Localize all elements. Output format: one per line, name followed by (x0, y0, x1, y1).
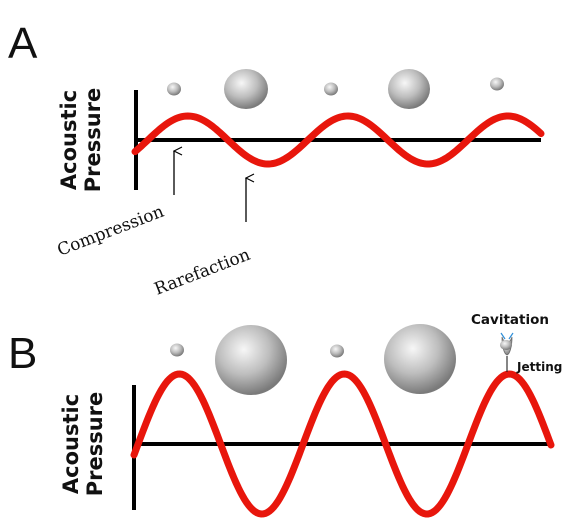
bubble-small (170, 343, 184, 357)
bubble-small (490, 77, 504, 91)
panel-a-y-label-line2: Pressure (81, 88, 105, 193)
bubble-large (388, 69, 430, 109)
panel-b-y-label-line1: Acoustic (59, 394, 83, 494)
panel-b-y-label-line2: Pressure (83, 392, 107, 497)
bubble-fragment (500, 340, 512, 350)
jetting-label: Jetting (516, 360, 562, 374)
panel-b: B Acoustic Pressure Cavitation Jetting (8, 312, 562, 518)
panel-a: A Acoustic Pressure Compression Rarefact… (8, 19, 545, 300)
rarefaction-label: Rarefaction (152, 245, 253, 300)
bubble-small (324, 82, 338, 96)
bubble-small (330, 344, 344, 358)
bubble-large (224, 69, 268, 109)
panel-b-pressure-wave (130, 370, 555, 518)
compression-label: Compression (55, 202, 167, 261)
panel-a-bubbles (167, 69, 504, 109)
bubble-small (167, 82, 181, 96)
panel-b-bubbles (170, 324, 456, 395)
panel-b-letter: B (8, 329, 37, 378)
collapsing-bubble-jetting (500, 332, 514, 372)
cavitation-label: Cavitation (471, 312, 549, 328)
bubble-large (384, 324, 456, 394)
jet-streak-icon (500, 332, 514, 340)
panel-a-y-axis-label: Acoustic Pressure (57, 88, 105, 193)
panel-a-pressure-wave (131, 112, 545, 168)
panel-a-letter: A (8, 19, 38, 68)
panel-a-y-label-line1: Acoustic (57, 90, 81, 190)
panel-b-y-axis-label: Acoustic Pressure (59, 392, 107, 497)
bubble-large (215, 325, 287, 395)
